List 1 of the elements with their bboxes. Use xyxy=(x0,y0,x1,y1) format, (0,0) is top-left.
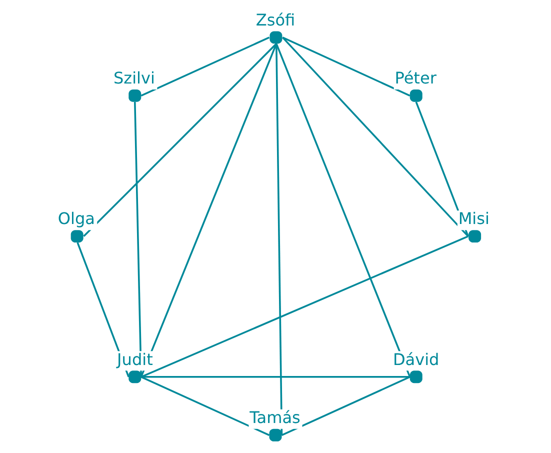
node-label: Zsófi xyxy=(256,10,296,30)
